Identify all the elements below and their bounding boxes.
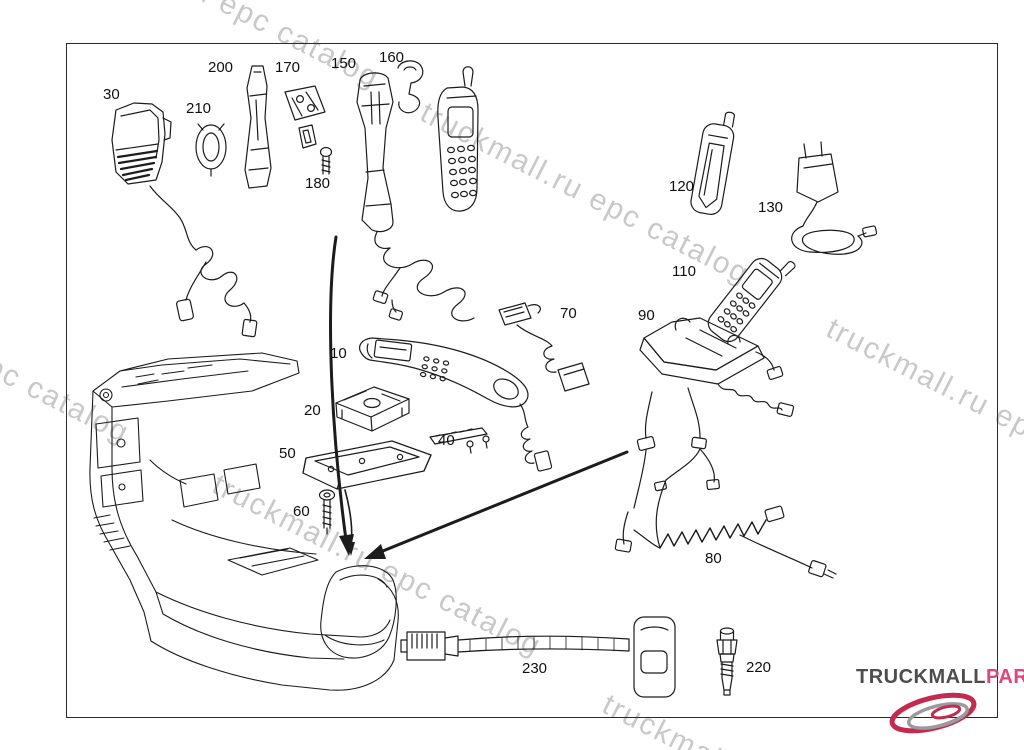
part-220-drawing: [716, 627, 738, 696]
brand-logo: TRUCKMALLPARTS: [856, 666, 1024, 689]
part-label-80: 80: [705, 550, 722, 567]
part-label-210: 210: [186, 100, 212, 117]
part-label-60: 60: [293, 503, 310, 520]
part-70-drawing: [498, 302, 590, 392]
part-label-110: 110: [672, 263, 696, 280]
part-210-drawing: [195, 123, 227, 177]
part-label-50: 50: [279, 445, 296, 462]
part-50-drawing: [302, 440, 432, 490]
part-90-drawing: [639, 317, 795, 417]
part-label-200: 200: [208, 59, 234, 76]
part-label-180: 180: [305, 175, 331, 192]
part-230-drawing: [400, 616, 676, 698]
part-label-30: 30: [103, 86, 120, 103]
part-160-drawing: [397, 60, 424, 114]
part-label-170: 170: [275, 59, 301, 76]
part-10-cord-drawing: [519, 403, 553, 472]
mobile-phone-drawing: [437, 66, 479, 212]
console-drawing: [89, 352, 399, 691]
part-120-drawing: [690, 111, 735, 215]
part-label-230: 230: [522, 660, 548, 677]
brand-name: TRUCKMALL: [856, 666, 987, 688]
part-170-drawing: [284, 85, 326, 149]
handset-cord-drawing: [149, 185, 258, 338]
part-180-drawing: [319, 146, 333, 175]
part-label-10: 10: [330, 345, 347, 362]
part-label-160: 160: [379, 49, 405, 66]
part-label-120: 120: [669, 178, 695, 195]
part-110-drawing: [707, 257, 796, 343]
part-label-150: 150: [331, 55, 357, 72]
part-150-drawing: [356, 72, 394, 233]
part-60-drawing: [318, 489, 336, 535]
brand-suffix: PARTS: [986, 666, 1024, 688]
part-80-drawing: [614, 387, 837, 579]
part-label-40: 40: [438, 432, 455, 449]
part-200-drawing: [244, 65, 272, 189]
diagram-border: [66, 43, 998, 718]
part-20-drawing: [335, 386, 410, 432]
part-130-drawing: [791, 141, 878, 255]
part-30-drawing: [111, 102, 172, 185]
brand-swirl-icon: [889, 692, 977, 734]
part-label-20: 20: [304, 402, 321, 419]
part-40-drawing: [429, 427, 490, 454]
pointer-arrows: [329, 235, 629, 559]
part-label-220: 220: [746, 659, 772, 676]
part-10-drawing: [359, 337, 529, 408]
part-label-70: 70: [560, 305, 577, 322]
part-label-130: 130: [758, 199, 784, 216]
part-label-90: 90: [638, 307, 655, 324]
part-150-cord-drawing: [372, 231, 475, 322]
